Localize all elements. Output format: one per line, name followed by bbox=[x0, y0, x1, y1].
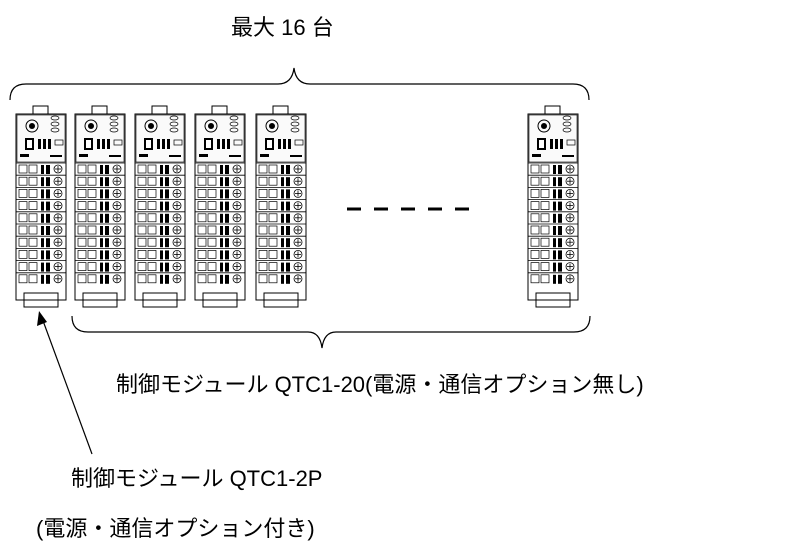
pointer-arrow-head bbox=[37, 311, 47, 326]
qtc1-20-label: 制御モジュール QTC1-20(電源・通信オプション無し) bbox=[116, 372, 644, 397]
pointer-arrow-line bbox=[41, 317, 93, 455]
module-qtc1-20 bbox=[255, 105, 307, 308]
max-units-label: 最大 16 台 bbox=[231, 15, 334, 40]
module-qtc1-20 bbox=[194, 105, 246, 308]
qtc1-2p-label-line2: (電源・通信オプション付き) bbox=[36, 516, 315, 541]
module-qtc1-20 bbox=[74, 105, 126, 308]
module-qtc1-2p bbox=[15, 105, 67, 308]
module-group bbox=[15, 105, 579, 308]
qtc1-2p-label-line1: 制御モジュール QTC1-2P bbox=[71, 466, 323, 491]
top-brace bbox=[9, 67, 590, 101]
module-qtc1-20 bbox=[134, 105, 186, 308]
bottom-brace bbox=[71, 315, 591, 349]
module-qtc1-20 bbox=[527, 105, 579, 308]
